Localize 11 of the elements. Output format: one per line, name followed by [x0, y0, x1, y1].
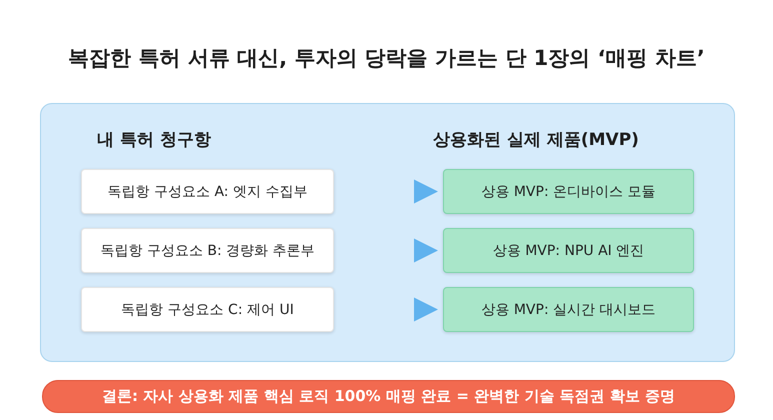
- title: 복잡한 특허 서류 대신, 투자의 당락을 가르는 단 1장의 ‘매핑 차트’: [67, 45, 706, 72]
- claim-box: 독립항 구성요소 C: 제어 UI: [81, 287, 334, 332]
- product-box: 상용 MVP: 실시간 대시보드: [443, 287, 694, 332]
- panel-background: [40, 103, 735, 362]
- product-box: 상용 MVP: 온디바이스 모듈: [443, 169, 694, 214]
- conclusion-banner: 결론: 자사 상용화 제품 핵심 로직 100% 매핑 완료 = 완벽한 기술 독점권 확보 증명: [42, 380, 735, 413]
- column-heading: 내 특허 청구항: [96, 129, 212, 151]
- claim-box: 독립항 구성요소 A: 엣지 수집부: [81, 169, 334, 214]
- column-heading: 상용화된 실제 제품(MVP): [432, 129, 640, 151]
- claim-box: 독립항 구성요소 B: 경량화 추론부: [81, 228, 334, 273]
- product-box: 상용 MVP: NPU AI 엔진: [443, 228, 694, 273]
